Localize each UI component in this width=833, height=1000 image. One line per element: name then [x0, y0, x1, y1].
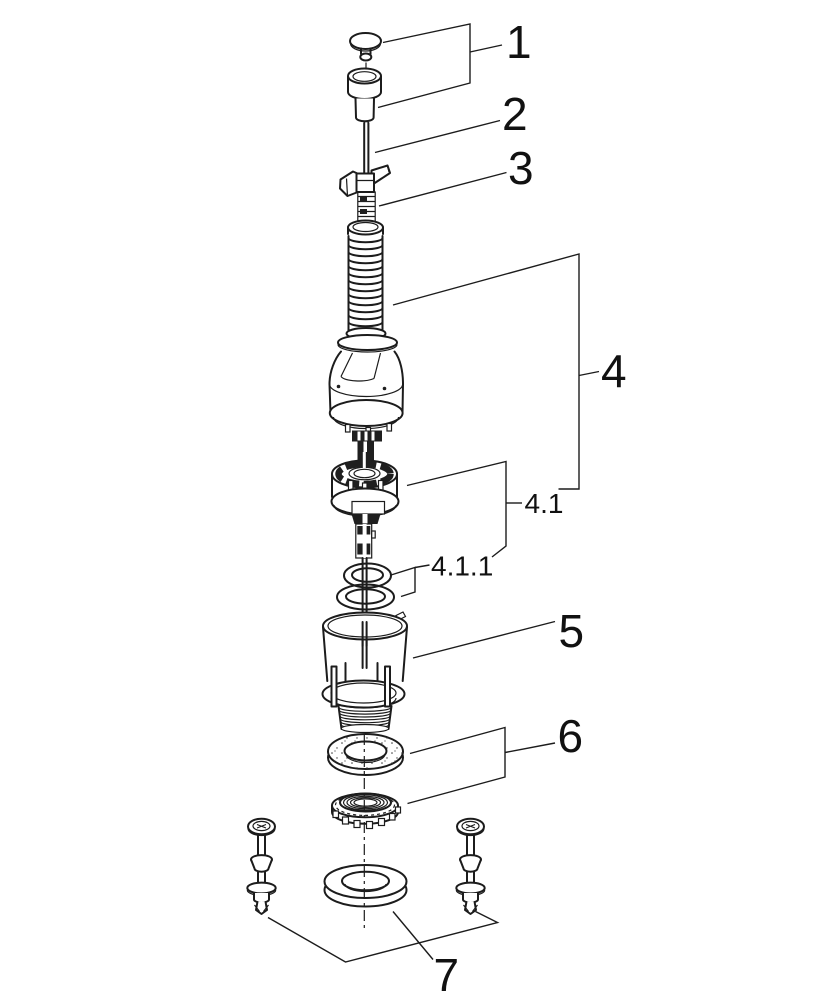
valve-housing	[328, 350, 404, 463]
actuating-rod	[357, 120, 376, 223]
button-cap	[347, 67, 382, 123]
retaining-clip	[339, 164, 391, 197]
callout-3: 3	[378, 142, 534, 207]
callout-1: 1	[377, 16, 532, 109]
fixing-bolt-left	[246, 817, 277, 915]
callout-label-4: 4	[601, 345, 627, 397]
callout-label-5: 5	[559, 605, 585, 657]
callout-7: 7	[267, 910, 500, 1000]
valve-cartridge	[330, 452, 400, 559]
callout-label-3: 3	[508, 142, 534, 194]
valve-body-cup	[321, 611, 408, 734]
callout-label-4-1: 4.1	[525, 488, 564, 519]
foam-gasket-ring	[323, 864, 408, 908]
callout-4-1: 4.1	[406, 460, 564, 558]
callout-2: 2	[374, 88, 528, 154]
callout-label-1: 1	[506, 16, 532, 68]
callout-4: 4	[392, 253, 627, 490]
bellows	[337, 219, 398, 353]
callout-label-4-1-1: 4.1.1	[431, 551, 493, 582]
callout-6: 6	[407, 710, 584, 805]
callout-5: 5	[412, 605, 585, 659]
callout-4-1-1: 4.1.1	[390, 551, 493, 598]
callout-label-7: 7	[434, 949, 460, 1000]
fixing-bolt-right	[455, 817, 486, 915]
push-button	[349, 32, 382, 71]
callout-label-6: 6	[558, 710, 584, 762]
locking-nut	[331, 792, 402, 830]
sealing-washer	[327, 733, 404, 776]
callout-label-2: 2	[502, 88, 528, 140]
